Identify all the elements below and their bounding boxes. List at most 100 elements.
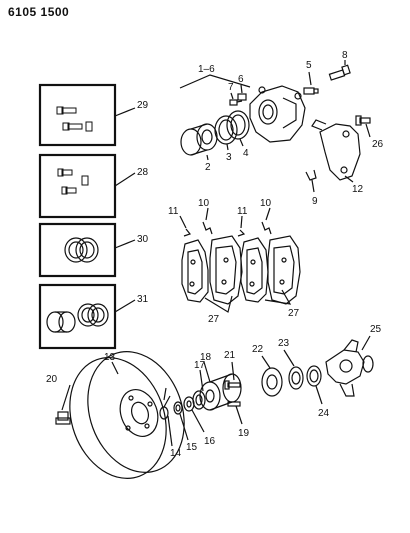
knuckle-25 — [325, 339, 374, 397]
kit-box-31 — [38, 283, 117, 350]
leader-30 — [114, 239, 136, 249]
seal-23 — [288, 366, 304, 390]
callout-15: 15 — [186, 442, 198, 453]
leader-6 — [240, 84, 243, 94]
leader-16 — [191, 409, 205, 433]
callout-10-right: 10 — [260, 198, 272, 209]
stud-21 — [224, 380, 241, 390]
leader-11b — [240, 215, 243, 229]
callout-19: 19 — [238, 428, 250, 439]
callout-29: 29 — [137, 100, 149, 111]
leader-28 — [114, 172, 136, 187]
callout-10-left: 10 — [198, 198, 210, 209]
wheel-bolt-20 — [55, 411, 71, 425]
callout-11-left: 11 — [168, 206, 179, 217]
brake-pad-right-outer — [240, 237, 269, 303]
leader-22 — [261, 355, 271, 369]
dust-cap-14 — [159, 387, 171, 420]
clip-10-left — [202, 221, 213, 235]
leader-23 — [283, 349, 295, 367]
leader-14 — [167, 415, 173, 447]
sleeve-5 — [303, 87, 319, 95]
kit-box-29 — [38, 83, 117, 147]
callout-2: 2 — [205, 162, 211, 173]
leader-11a — [179, 215, 187, 229]
brake-pad-right-inner — [267, 235, 301, 305]
race-24 — [306, 365, 322, 387]
leader-10b — [265, 207, 271, 221]
callout-27-left: 27 — [208, 314, 220, 325]
leader-5 — [308, 71, 312, 86]
bracket-1-6 — [179, 74, 251, 89]
leader-27b — [264, 289, 292, 305]
callout-23: 23 — [278, 338, 290, 349]
brake-pad-left-inner — [209, 235, 243, 305]
callout-26: 26 — [372, 139, 384, 150]
leader-27a — [204, 295, 233, 313]
callout-4: 4 — [243, 148, 249, 159]
callout-7: 7 — [228, 82, 234, 93]
bearing-22 — [261, 367, 283, 397]
boot-4 — [226, 110, 250, 140]
leader-24 — [315, 385, 323, 405]
leader-19 — [235, 405, 243, 425]
leader-31 — [114, 299, 136, 313]
callout-14: 14 — [170, 448, 182, 459]
leader-15 — [179, 413, 189, 441]
nut-15 — [173, 401, 183, 415]
leader-4 — [239, 138, 244, 147]
callout-21: 21 — [224, 350, 236, 361]
kit-box-30 — [38, 222, 117, 278]
callout-1-6: 1–6 — [198, 64, 215, 75]
callout-13: 13 — [104, 352, 116, 363]
bushing-6 — [237, 93, 247, 101]
callout-17: 17 — [194, 360, 206, 371]
callout-22: 22 — [252, 344, 264, 355]
callout-5: 5 — [306, 60, 312, 71]
leader-7 — [230, 92, 234, 100]
callout-30: 30 — [137, 234, 149, 245]
callout-28: 28 — [137, 167, 149, 178]
bearing-17 — [192, 390, 206, 410]
callout-12: 12 — [352, 184, 364, 195]
guide-pin-8 — [328, 64, 351, 81]
callout-6: 6 — [238, 74, 244, 85]
leader-21 — [231, 361, 235, 381]
leader-18 — [203, 361, 211, 383]
leader-25 — [361, 335, 371, 351]
leader-29 — [114, 107, 136, 117]
caliper-housing — [249, 85, 306, 143]
seal-3 — [214, 115, 238, 145]
callout-3: 3 — [226, 152, 232, 163]
clip-11-left — [183, 228, 192, 237]
leader-12 — [344, 175, 354, 183]
callout-11-right: 11 — [237, 206, 248, 217]
leader-13 — [111, 361, 119, 375]
leader-20 — [61, 384, 71, 411]
adapter-12 — [311, 119, 361, 181]
callout-31: 31 — [137, 294, 149, 305]
stud-19 — [227, 401, 241, 407]
bolt-26 — [355, 115, 371, 126]
callout-25: 25 — [370, 324, 382, 335]
clip-9 — [305, 169, 317, 181]
callout-8: 8 — [342, 50, 348, 61]
callout-24: 24 — [318, 408, 330, 419]
leader-3 — [226, 143, 229, 151]
callout-18: 18 — [200, 352, 212, 363]
brake-pad-left-outer — [181, 239, 209, 303]
kit-box-28 — [38, 153, 117, 219]
leader-2 — [206, 154, 209, 161]
callout-20: 20 — [46, 374, 58, 385]
leader-17 — [199, 369, 204, 392]
callout-9: 9 — [312, 196, 318, 207]
leader-26 — [365, 123, 371, 138]
clip-11-right — [237, 229, 246, 237]
piston-2 — [180, 123, 218, 156]
callout-27-right: 27 — [288, 308, 300, 319]
rotor-13 — [69, 351, 185, 479]
clip-10-right — [261, 221, 272, 235]
hub-18 — [199, 373, 242, 411]
bleeder-screw-7 — [229, 99, 243, 106]
